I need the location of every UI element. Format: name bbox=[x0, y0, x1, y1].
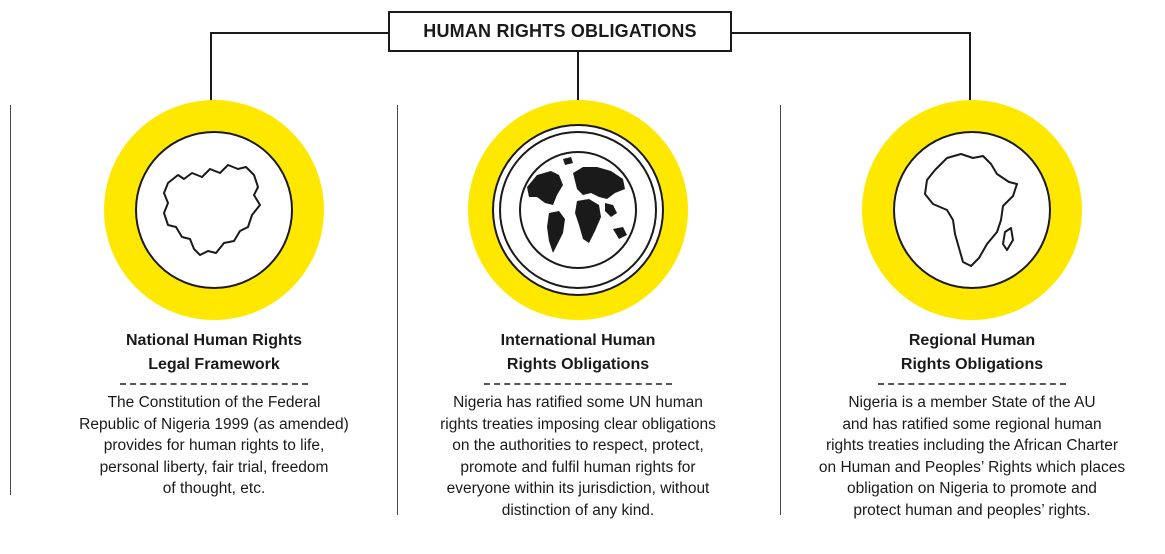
yellow-disc bbox=[468, 100, 688, 320]
divider-right bbox=[780, 105, 781, 515]
heading-line: Rights Obligations bbox=[900, 356, 1044, 373]
international-obligations-column: International Human Rights Obligations N… bbox=[408, 100, 748, 521]
divider-middle bbox=[397, 105, 398, 515]
dashed-separator bbox=[878, 383, 1066, 385]
description-line: of thought, etc. bbox=[162, 480, 266, 497]
description-line: personal liberty, fair trial, freedom bbox=[99, 458, 329, 476]
description-line: everyone within its jurisdiction, withou… bbox=[446, 480, 710, 497]
regional-obligations-column: Regional Human Rights Obligations Nigeri… bbox=[802, 100, 1142, 521]
yellow-disc bbox=[862, 100, 1082, 320]
description-line: rights treaties including the African Ch… bbox=[825, 437, 1119, 454]
heading-line: National Human Rights bbox=[125, 332, 302, 349]
description-line: on Human and Peoples’ Rights which place… bbox=[818, 458, 1126, 476]
national-framework-column: National Human Rights Legal Framework Th… bbox=[44, 100, 384, 500]
description-line: Nigeria is a member State of the AU bbox=[848, 394, 1096, 411]
column-description: Nigeria has ratified some UN human right… bbox=[408, 392, 748, 521]
description-line: The Constitution of the Federal bbox=[107, 394, 321, 411]
icon-circle bbox=[135, 131, 293, 289]
column-heading: International Human Rights Obligations bbox=[408, 329, 748, 377]
description-line: rights treaties imposing clear obligatio… bbox=[440, 415, 716, 433]
description-line: protect human and peoples’ rights. bbox=[853, 501, 1091, 519]
heading-line: Legal Framework bbox=[148, 356, 280, 373]
description-line: on the authorities to respect, protect, bbox=[452, 437, 704, 454]
right-connector bbox=[732, 32, 971, 118]
icon-circle bbox=[893, 131, 1051, 289]
globe-icon bbox=[519, 151, 637, 269]
dashed-separator bbox=[120, 383, 308, 385]
icon-circle bbox=[499, 131, 657, 289]
column-description: Nigeria is a member State of the AU and … bbox=[802, 392, 1142, 521]
description-line: obligation on Nigeria to promote and bbox=[847, 480, 1097, 497]
description-line: and has ratified some regional human bbox=[842, 415, 1102, 433]
column-heading: National Human Rights Legal Framework bbox=[44, 329, 384, 377]
column-heading: Regional Human Rights Obligations bbox=[802, 329, 1142, 377]
description-line: promote and fulfil human rights for bbox=[460, 458, 696, 476]
heading-line: Regional Human bbox=[908, 332, 1036, 349]
nigeria-map-icon bbox=[163, 164, 261, 256]
description-line: Republic of Nigeria 1999 (as amended) bbox=[79, 415, 349, 433]
left-connector bbox=[210, 32, 388, 118]
diagram-title: HUMAN RIGHTS OBLIGATIONS bbox=[388, 11, 732, 52]
africa-map-icon bbox=[924, 152, 1018, 267]
dashed-separator bbox=[484, 383, 672, 385]
heading-line: International Human bbox=[500, 332, 656, 349]
column-description: The Constitution of the Federal Republic… bbox=[44, 392, 384, 500]
divider-left bbox=[10, 105, 11, 495]
heading-line: Rights Obligations bbox=[506, 356, 650, 373]
yellow-disc bbox=[104, 100, 324, 320]
description-line: Nigeria has ratified some UN human bbox=[453, 394, 703, 411]
description-line: distinction of any kind. bbox=[501, 501, 655, 519]
description-line: provides for human rights to life, bbox=[103, 437, 325, 454]
